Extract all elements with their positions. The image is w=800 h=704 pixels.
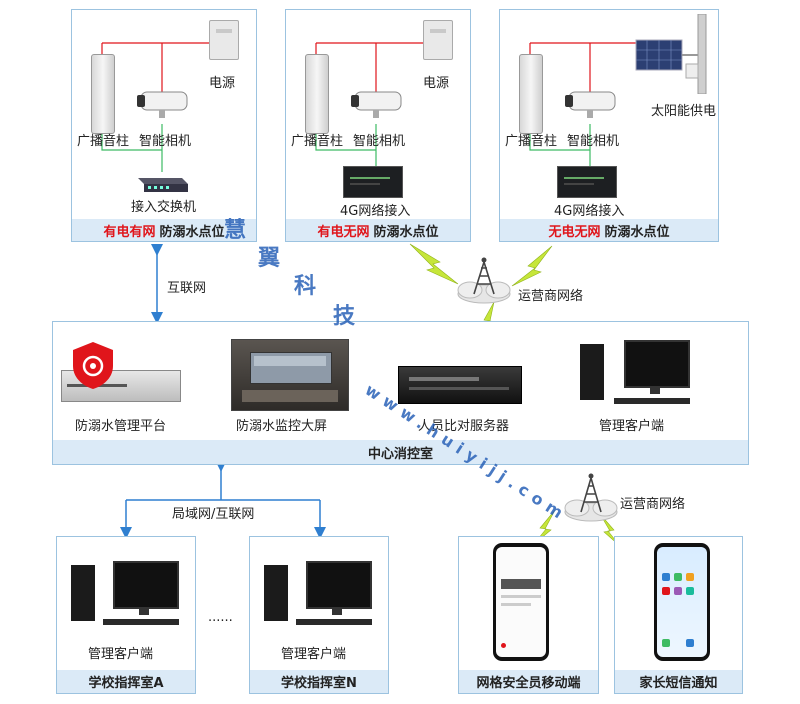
center-item-server: 人员比对服务器 (418, 419, 510, 434)
camera-label: 智能相机 (353, 134, 406, 149)
mobile-title: 网格安全员移动端 (476, 676, 581, 691)
lan-label: 局域网/互联网 (172, 507, 255, 522)
school-title-bar: 学校指挥室N (250, 670, 388, 693)
ellipsis: ...... (208, 610, 233, 625)
speaker-column-icon (519, 54, 543, 134)
center-title-bar: 中心消控室 (53, 440, 748, 464)
speaker-label: 广播音柱 (77, 134, 130, 149)
center-title: 中心消控室 (367, 446, 433, 462)
school-room-a: 管理客户端 学校指挥室A (56, 536, 196, 694)
carrier-network-label-bottom: 运营商网络 (620, 497, 686, 512)
center-item-client: 管理客户端 (599, 419, 665, 434)
watermark-char: 慧 (224, 218, 247, 243)
mobile-title-bar: 家长短信通知 (615, 670, 742, 693)
point-2-wiring (315, 42, 426, 168)
phone-sms-icon (654, 543, 710, 661)
point-title: 防溺水点位 (159, 224, 225, 240)
network-label: 接入交换机 (131, 200, 197, 215)
watermark-char: 翼 (258, 246, 281, 271)
desktop-client-icon (580, 340, 692, 406)
school-room-n: 管理客户端 学校指挥室N (249, 536, 389, 694)
mobile-title-bar: 网格安全员移动端 (459, 670, 598, 693)
power-label: 电源 (209, 76, 236, 91)
smart-camera-icon (565, 91, 616, 118)
desktop-client-icon (264, 561, 376, 627)
carrier-tower-bottom (564, 473, 618, 522)
point-title-bar: 有电无网 防溺水点位 (286, 219, 470, 241)
watermark-char: 技 (333, 304, 356, 329)
point-title: 防溺水点位 (373, 224, 439, 240)
point-title: 防溺水点位 (604, 224, 670, 240)
network-label: 4G网络接入 (340, 204, 411, 219)
parent-sms-notice: 家长短信通知 (614, 536, 743, 694)
power-supply-icon (423, 20, 453, 60)
point-1-wiring (101, 42, 212, 172)
speaker-label: 广播音柱 (505, 134, 558, 149)
center-control-room: 防溺水管理平台 防溺水监控大屏 人员比对服务器 管理客户端 中心消控室 (52, 321, 749, 465)
camera-label: 智能相机 (567, 134, 620, 149)
camera-label: 智能相机 (139, 134, 192, 149)
point-box-no-power-no-network: 太阳能供电 广播音柱 智能相机 4G网络接入 无电无网 防溺水点位 (499, 9, 719, 242)
point-box-power-no-network: 电源 广播音柱 智能相机 4G网络接入 有电无网 防溺水点位 (285, 9, 471, 242)
carrier-tower-top (457, 257, 511, 304)
4g-router-icon (557, 166, 617, 198)
speaker-column-icon (305, 54, 329, 134)
point-title-bar: 有电有网 防溺水点位 (72, 219, 256, 241)
watermark-char: 科 (294, 274, 317, 299)
access-switch-icon (138, 178, 188, 192)
speaker-column-icon (91, 54, 115, 134)
point-status: 有电有网 (103, 224, 156, 240)
school-client-label: 管理客户端 (88, 647, 154, 662)
grid-officer-mobile: 网格安全员移动端 (458, 536, 599, 694)
monitoring-wall-icon (231, 339, 349, 411)
point-status: 有电无网 (317, 224, 370, 240)
shield-logo-icon (73, 342, 113, 389)
point-box-power-network: 电源 广播音柱 智能相机 接入交换机 有电有网 防溺水点位 (71, 9, 257, 242)
smart-camera-icon (351, 91, 402, 118)
network-label: 4G网络接入 (554, 204, 625, 219)
solar-panel-icon (635, 14, 707, 94)
carrier-network-label-top: 运营商网络 (518, 289, 584, 304)
point-title-bar: 无电无网 防溺水点位 (500, 219, 718, 241)
school-title: 学校指挥室N (281, 676, 357, 691)
speaker-label: 广播音柱 (291, 134, 344, 149)
desktop-client-icon (71, 561, 183, 627)
comparison-server-icon (398, 366, 522, 404)
school-client-label: 管理客户端 (281, 647, 347, 662)
mobile-title: 家长短信通知 (639, 676, 718, 691)
internet-label: 互联网 (167, 281, 207, 296)
school-title-bar: 学校指挥室A (57, 670, 195, 693)
platform-server-icon (61, 340, 181, 404)
smart-camera-icon (137, 91, 188, 118)
center-item-platform: 防溺水管理平台 (75, 419, 167, 434)
power-label: 太阳能供电 (651, 104, 717, 119)
school-title: 学校指挥室A (88, 676, 164, 691)
4g-router-icon (343, 166, 403, 198)
power-supply-icon (209, 20, 239, 60)
power-label: 电源 (423, 76, 450, 91)
phone-app-icon (493, 543, 549, 661)
point-status: 无电无网 (548, 224, 601, 240)
center-item-wall: 防溺水监控大屏 (236, 419, 328, 434)
point-3-wiring (529, 42, 640, 168)
